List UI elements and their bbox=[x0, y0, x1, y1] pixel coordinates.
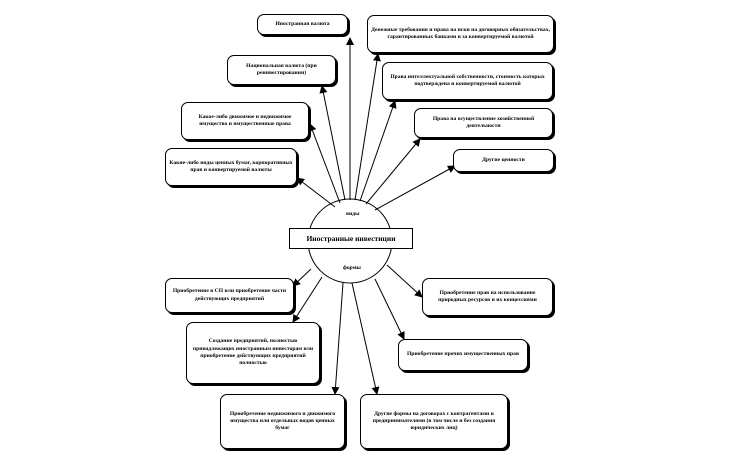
type-box-foreign-currency: Иностранная валюта bbox=[257, 14, 348, 35]
arrow-to-property bbox=[308, 123, 341, 204]
arrow-group bbox=[292, 37, 456, 395]
type-box-intellectual-property: Права интеллектуальной собственности, ст… bbox=[382, 62, 553, 100]
type-box-other-values: Другие ценности bbox=[453, 149, 554, 172]
arrow-to-business-rights bbox=[365, 138, 421, 205]
form-box-wholly-owned: Создание предприятий, полностью принадле… bbox=[186, 322, 320, 384]
arrow-to-national-currency bbox=[319, 85, 346, 201]
central-title: Иностранные инвестиции bbox=[289, 228, 413, 249]
arrow-to-intellectual-property bbox=[359, 100, 397, 202]
form-box-property-acquisition: Приобретение недвижимого и движимого иму… bbox=[220, 394, 345, 449]
arrow-to-joint-venture bbox=[292, 268, 312, 287]
type-box-securities: Какие-либо виды ценных бумаг, корпоратив… bbox=[165, 148, 297, 186]
form-box-joint-venture: Приобретение в СП или приобретение части… bbox=[165, 278, 294, 313]
arrow-to-natural-resources bbox=[386, 264, 423, 298]
form-box-property-rights: Приобретение прочих имущественных прав bbox=[398, 339, 528, 371]
form-box-other-forms: Другие формы на договорах с контрагентам… bbox=[360, 394, 508, 449]
arrow-to-wholly-owned bbox=[292, 276, 323, 323]
arrow-to-other-forms bbox=[351, 282, 380, 395]
arrow-to-property-acquisition bbox=[331, 282, 344, 395]
arrow-to-property-rights bbox=[374, 278, 405, 340]
type-box-national-currency: Национальная валюта (при реинвестировани… bbox=[227, 55, 336, 85]
arrow-to-other-values bbox=[374, 165, 456, 211]
forms-label: формы bbox=[343, 265, 361, 271]
type-box-property: Какое-либо движимое и недвижимое имущест… bbox=[181, 102, 309, 140]
arrow-to-securities bbox=[296, 177, 336, 208]
arrow-to-monetary-claims bbox=[354, 53, 381, 201]
type-box-business-rights: Права на осуществление хозяйственной дея… bbox=[414, 108, 553, 138]
types-label: виды bbox=[346, 211, 360, 217]
type-box-monetary-claims: Денежные требования и права на иски на д… bbox=[367, 15, 554, 53]
form-box-natural-resources: Приобретение прав на использование приро… bbox=[422, 278, 553, 316]
